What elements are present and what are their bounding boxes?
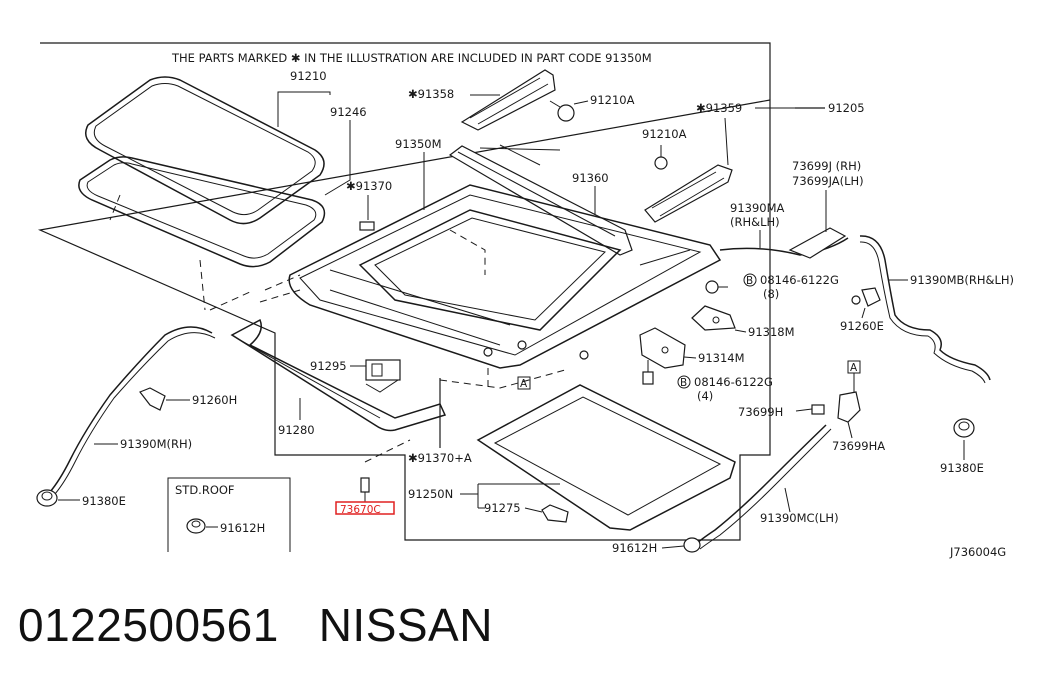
callout-91390MB: 91390MB(RH&LH) [910, 273, 1014, 287]
highlight-box-73670C [335, 501, 395, 515]
callout-91350M: 91350M [395, 137, 442, 151]
drain-hose-91390MC-LH [694, 424, 827, 546]
leader-91275 [524, 507, 543, 513]
bolt-08146-6122G-lower [642, 360, 654, 385]
ref-b-lower-letter: B [680, 377, 687, 389]
bracket-91318M [691, 305, 736, 331]
guide-91275 [541, 504, 569, 523]
grommet-91380E-left [36, 489, 58, 507]
callout-73670C: 73670C [340, 504, 381, 516]
leader-73699HA [847, 421, 853, 439]
grommet-91380E-right [953, 418, 975, 438]
leader-91246 [324, 120, 351, 196]
drain-hose-91390MA [719, 237, 849, 256]
leader-91210 [277, 91, 331, 127]
leader-91390MC [784, 487, 791, 513]
connector-73699HA [837, 391, 861, 423]
motor-91295 [365, 359, 401, 393]
sunroof-glass-assembly [78, 76, 326, 268]
callout-91370: ✱91370 [346, 179, 392, 193]
callout-73699HA: 73699HA [832, 439, 885, 453]
std-roof-box [167, 477, 291, 552]
bracket-91359 [644, 164, 733, 223]
clip-73699H [811, 404, 825, 415]
callout-08146-lower: 08146-6122G [694, 375, 773, 389]
callout-91210: 91210 [290, 69, 327, 83]
callout-91390MA-line2: (RH&LH) [730, 215, 780, 229]
callout-91280: 91280 [278, 423, 315, 437]
bracket-91358 [460, 69, 556, 131]
clamp-91260E [851, 287, 881, 307]
callout-91314M: 91314M [698, 351, 745, 365]
callout-91612H-std: 91612H [220, 521, 265, 535]
callout-91360: 91360 [572, 171, 609, 185]
callout-08146-lower-qty: (4) [697, 389, 713, 403]
caption-row: 0122500561 NISSAN [18, 598, 493, 652]
ref-b-lower [677, 375, 691, 389]
sunshade-91280 [230, 318, 447, 432]
leader-91612H-bottom [661, 545, 685, 549]
callout-91295: 91295 [310, 359, 347, 373]
callout-91390M-RH: 91390M(RH) [120, 437, 192, 451]
leader-91260E [861, 307, 866, 319]
leader-91210A-upper [573, 100, 589, 105]
std-roof-label: STD.ROOF [175, 483, 235, 497]
deflector-91250N [476, 384, 736, 531]
callout-91358: ✱91358 [408, 87, 454, 101]
callout-91390MA-line1: 91390MA [730, 201, 785, 215]
drain-hose-91390MB [859, 235, 991, 381]
callout-91210A-lower: 91210A [642, 127, 687, 141]
drain-hose-91390M-RH [49, 326, 213, 493]
callout-91380E-right: 91380E [940, 461, 984, 475]
callout-91380E-left: 91380E [82, 494, 126, 508]
callout-91246: 91246 [330, 105, 367, 119]
leader-91359 [724, 117, 729, 166]
callout-91390MC-LH: 91390MC(LH) [760, 511, 839, 525]
bolt-08146-6122G-upper [705, 280, 728, 294]
callout-08146-upper-qty: (8) [763, 287, 779, 301]
projection-lines-center [259, 289, 566, 463]
callout-91260H: 91260H [192, 393, 237, 407]
callout-91260E: 91260E [840, 319, 884, 333]
ref-a-center: A [520, 378, 528, 390]
front-rail-91360 [448, 144, 633, 256]
ref-b-upper-letter: B [746, 275, 753, 287]
clip-91370 [359, 221, 375, 231]
grommet-91612H-std [186, 518, 206, 534]
sunroof-frame-91350M [288, 184, 722, 369]
caption-brand: NISSAN [318, 599, 493, 651]
ref-b-upper [743, 273, 757, 287]
bolt-91210A-upper [549, 100, 575, 122]
leader-91314M [683, 356, 697, 359]
callout-73699JA: 73699JA(LH) [792, 174, 864, 188]
callout-91205: 91205 [828, 101, 865, 115]
leader-91318M [734, 329, 747, 333]
callout-91275: 91275 [484, 501, 521, 515]
callout-91210A-upper: 91210A [590, 93, 635, 107]
projection-lines-glass [109, 194, 301, 311]
main-frame-outline [37, 42, 825, 541]
callout-91370A: ✱91370+A [408, 451, 472, 465]
leader-73699H [795, 408, 813, 412]
callout-91612H-bottom: 91612H [612, 541, 657, 555]
bolt-91210A-lower [654, 145, 668, 170]
callout-91250N: 91250N [408, 487, 453, 501]
caption-part-number: 0122500561 [18, 599, 279, 651]
part-73670C [360, 477, 370, 502]
ref-a-right: A [850, 362, 858, 374]
callout-73699H: 73699H [738, 405, 783, 419]
grommet-91612H-bottom [683, 537, 701, 553]
header-note: THE PARTS MARKED ✱ IN THE ILLUSTRATION A… [171, 51, 652, 65]
bracket-91314M [639, 327, 686, 369]
callout-91359: ✱91359 [696, 101, 742, 115]
drawing-code: J736004G [949, 545, 1006, 559]
callout-73699J: 73699J (RH) [792, 159, 861, 173]
callout-91318M: 91318M [748, 325, 795, 339]
ref-box-a-center [517, 376, 531, 390]
clamp-91260H [139, 387, 166, 411]
callout-08146-upper: 08146-6122G [760, 273, 839, 287]
